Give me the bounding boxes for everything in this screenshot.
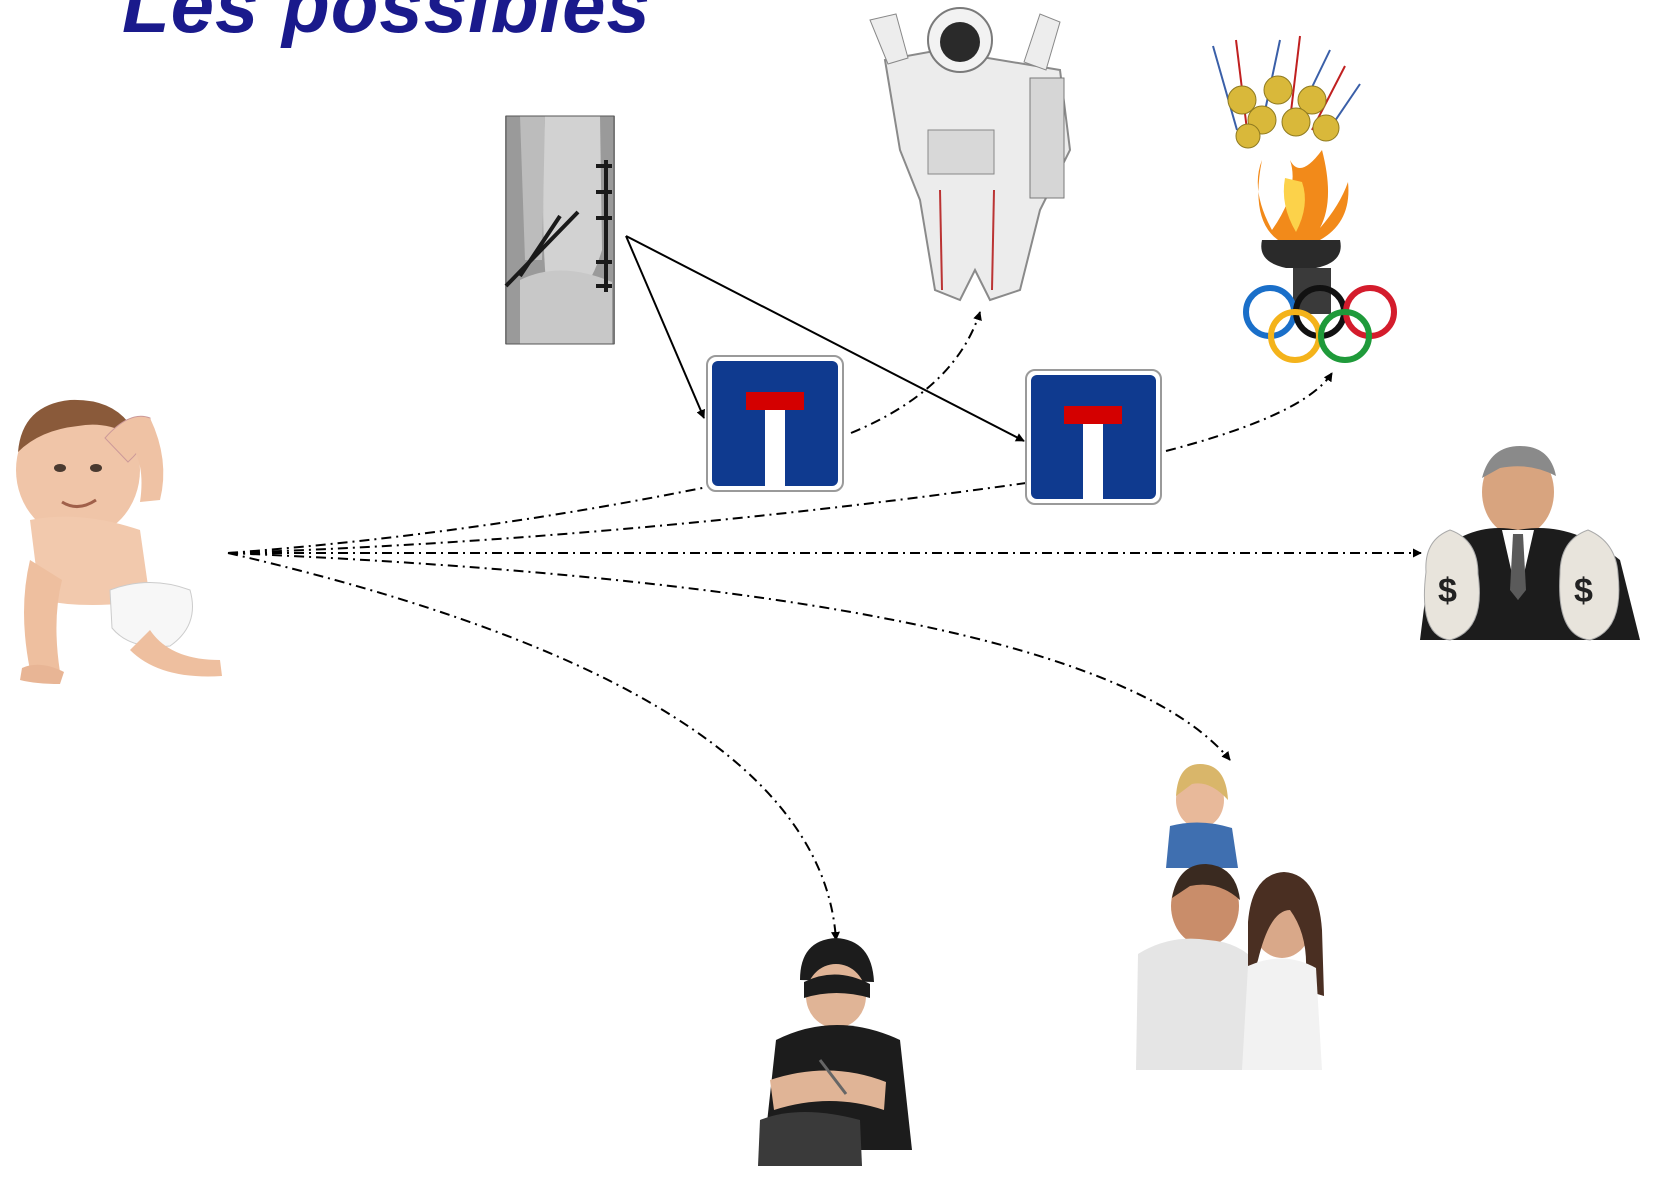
edge-baby-to-dead-end-1: [227, 486, 708, 554]
svg-text:$: $: [1438, 572, 1457, 610]
slide-title: Les possibles: [122, 0, 651, 49]
svg-text:$: $: [1574, 572, 1593, 610]
xray-illustration: [504, 115, 615, 345]
dead-end-sign-1: [706, 355, 844, 492]
edge-dead-end-1-to-astronaut: [850, 311, 982, 434]
edge-xray-to-dead-end-2: [625, 235, 1025, 442]
olympics-illustration: [1212, 35, 1397, 363]
astronaut-illustration: [869, 7, 1072, 302]
edge-dead-end-2-to-olympics: [1165, 372, 1333, 452]
edge-baby-to-family: [227, 552, 1231, 761]
edges: [227, 235, 1422, 941]
dead-end-sign-2: [1025, 369, 1162, 505]
edge-baby-to-drug-user: [227, 552, 840, 941]
businessman-illustration: $ $: [1420, 446, 1640, 641]
drug-user-illustration: [758, 938, 912, 1166]
baby-illustration: [16, 399, 222, 684]
edge-xray-to-dead-end-1: [625, 235, 705, 419]
edge-baby-to-dead-end-2: [227, 482, 1027, 554]
family-illustration: [1136, 764, 1324, 1070]
